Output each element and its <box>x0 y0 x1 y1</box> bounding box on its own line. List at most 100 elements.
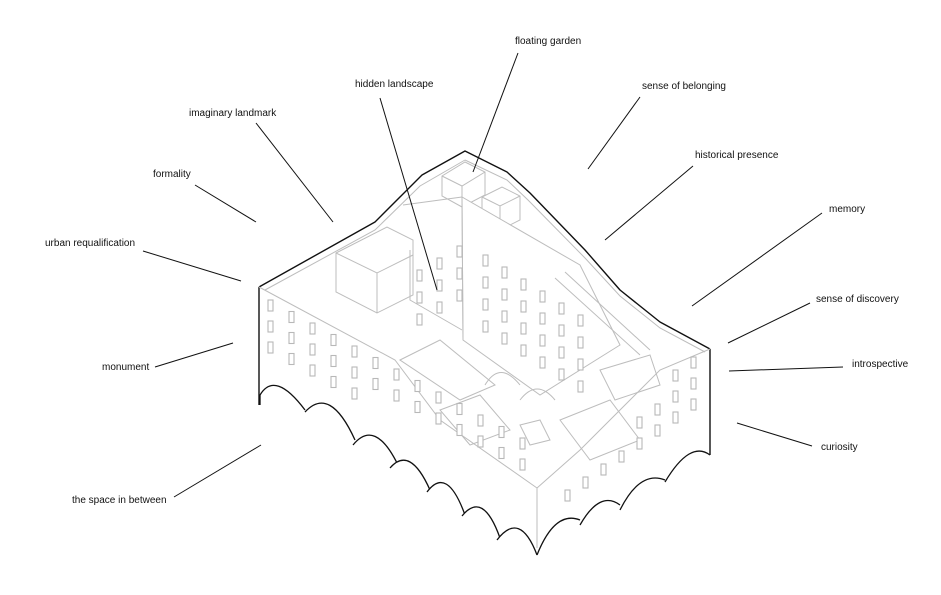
window <box>288 352 295 366</box>
leader-introspective <box>728 366 844 372</box>
window <box>372 377 379 391</box>
window <box>672 411 679 424</box>
window <box>520 300 527 313</box>
window <box>414 379 421 393</box>
window <box>482 276 489 289</box>
building-drawing <box>258 150 711 556</box>
window <box>558 368 565 381</box>
leader-the-space-in-between <box>173 444 262 498</box>
window <box>501 266 508 279</box>
window <box>577 336 584 349</box>
window <box>520 322 527 335</box>
window <box>636 416 643 429</box>
label-sense-of-belonging: sense of belonging <box>642 81 726 92</box>
window <box>539 334 546 347</box>
window <box>309 322 316 335</box>
window <box>558 324 565 337</box>
roof-parapet-left <box>264 159 466 291</box>
window <box>456 402 463 416</box>
window <box>482 298 489 311</box>
label-curiosity: curiosity <box>821 442 858 453</box>
window <box>690 398 697 411</box>
window <box>501 310 508 323</box>
leader-sense-of-belonging <box>587 96 641 170</box>
window <box>416 269 423 282</box>
label-memory: memory <box>829 204 865 215</box>
roof-silhouette <box>258 150 711 350</box>
window <box>267 341 274 354</box>
window <box>414 400 421 414</box>
label-historical-presence: historical presence <box>695 150 779 161</box>
window <box>435 412 442 425</box>
window <box>520 278 527 291</box>
windows-right-facade <box>564 356 697 502</box>
window <box>539 290 546 303</box>
window <box>577 314 584 327</box>
label-urban-requalification: urban requalification <box>45 238 135 249</box>
window <box>416 313 423 326</box>
window <box>519 458 526 471</box>
window <box>558 302 565 315</box>
window <box>618 450 625 463</box>
windows-left-facade <box>267 299 526 471</box>
window <box>558 346 565 359</box>
window <box>690 356 697 369</box>
window <box>309 343 316 356</box>
roof-box-volume <box>335 226 414 314</box>
window <box>351 387 358 400</box>
window <box>330 375 337 389</box>
window <box>456 245 463 258</box>
window <box>372 356 379 370</box>
window <box>654 403 661 416</box>
window <box>477 414 484 427</box>
window <box>456 267 463 280</box>
window <box>416 291 423 304</box>
leader-urban-requalification <box>142 250 242 282</box>
window <box>577 380 584 393</box>
window <box>477 435 484 448</box>
window <box>288 331 295 345</box>
window <box>435 391 442 404</box>
window <box>267 299 274 312</box>
window <box>498 446 505 460</box>
window <box>436 301 443 314</box>
window <box>564 489 571 502</box>
leader-memory <box>691 212 823 307</box>
window <box>636 437 643 450</box>
window <box>501 288 508 301</box>
window <box>519 437 526 450</box>
label-the-space-in-between: the space in between <box>72 495 167 506</box>
label-introspective: introspective <box>852 359 909 370</box>
window <box>690 377 697 390</box>
leader-imaginary-landmark <box>255 122 334 223</box>
leader-hidden-landscape <box>379 97 438 291</box>
arcade-left <box>259 384 538 556</box>
window <box>436 257 443 270</box>
windows-courtyard <box>416 245 584 393</box>
leader-sense-of-discovery <box>727 302 811 344</box>
window <box>482 320 489 333</box>
window <box>288 310 295 324</box>
window <box>501 332 508 345</box>
roof-parapet-right <box>464 159 706 353</box>
label-floating-garden: floating garden <box>515 36 581 47</box>
window <box>393 368 400 381</box>
label-monument: monument <box>102 362 149 373</box>
window <box>520 344 527 357</box>
window <box>267 320 274 333</box>
window <box>456 289 463 302</box>
window <box>436 279 443 292</box>
window <box>600 463 607 476</box>
leader-monument <box>154 342 234 368</box>
labels: floating garden hidden landscape imagina… <box>45 36 909 506</box>
window <box>539 356 546 369</box>
window <box>582 476 589 489</box>
label-formality: formality <box>153 169 191 180</box>
window <box>330 333 337 347</box>
window <box>498 425 505 439</box>
leader-historical-presence <box>604 165 694 241</box>
leader-curiosity <box>736 422 813 447</box>
window <box>309 364 316 377</box>
window <box>393 389 400 402</box>
window <box>330 354 337 368</box>
